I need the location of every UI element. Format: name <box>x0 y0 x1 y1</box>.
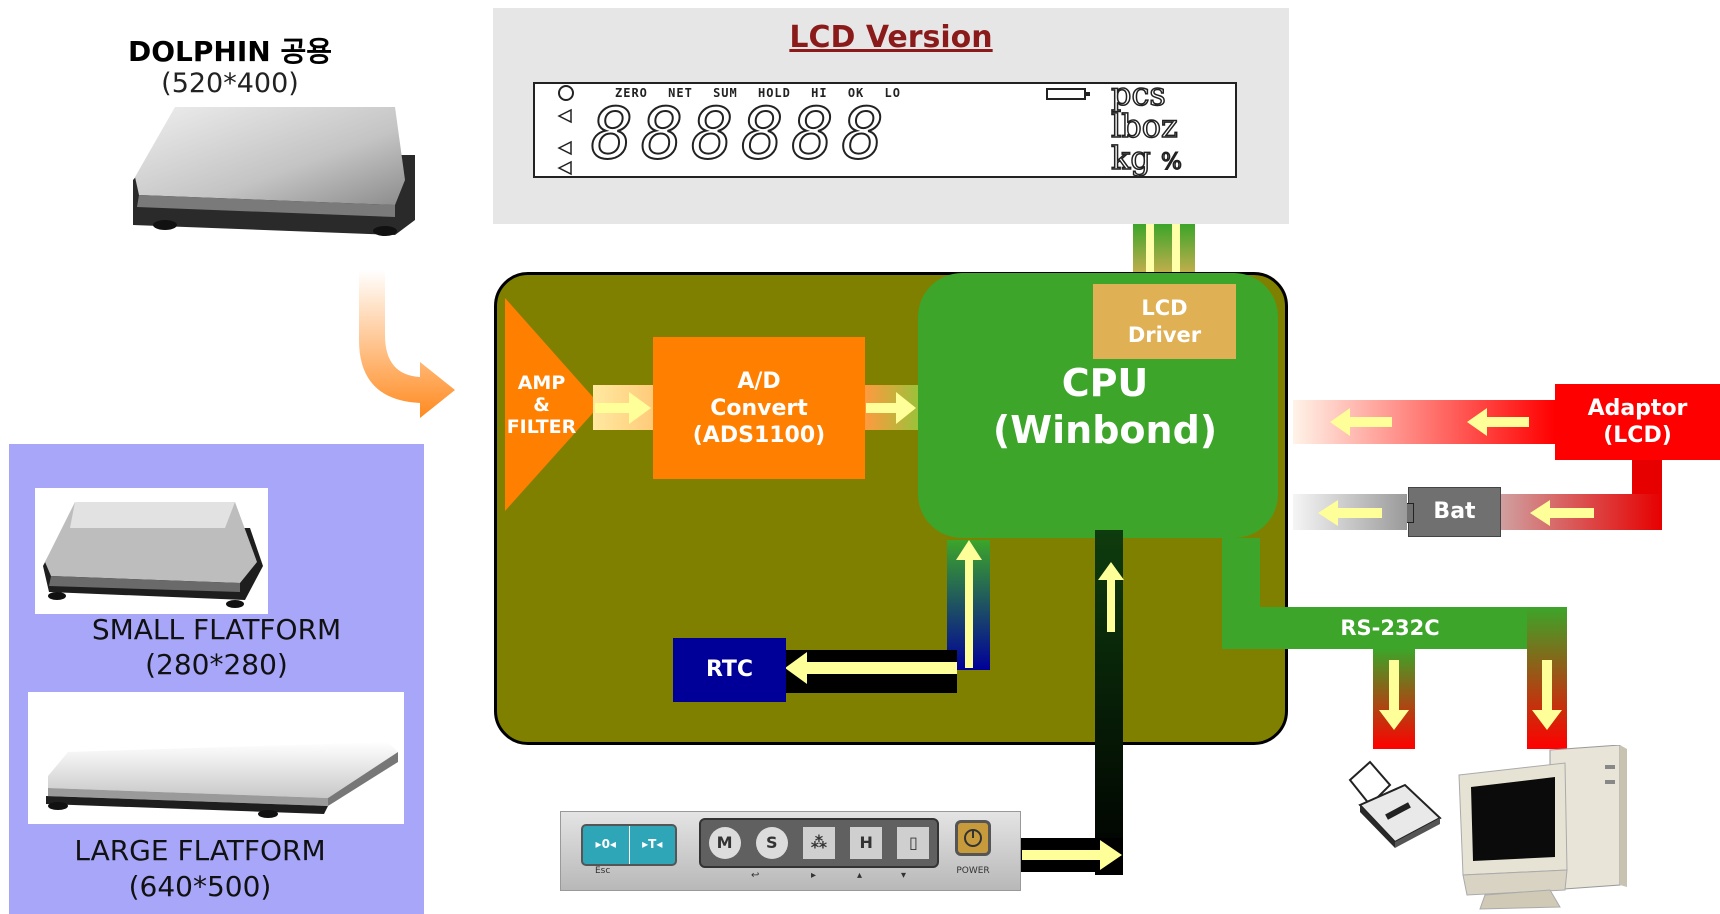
indicator-lo: LO <box>884 86 901 100</box>
amp-filter-label: AMP & FILTER <box>506 372 577 438</box>
down-arrow-icon <box>1379 660 1409 730</box>
right-arrow-icon <box>1022 840 1122 870</box>
adaptor-block: Adaptor (LCD) <box>1555 384 1720 460</box>
left-arrow-icon <box>1318 500 1382 526</box>
unit-kg: kg <box>1110 139 1151 177</box>
left-arrow-icon <box>785 652 957 684</box>
power-label: POWER <box>956 866 990 876</box>
up-sub-label: ▴ <box>857 870 863 881</box>
lcd-digit: 8 <box>640 93 692 175</box>
right-sub-label: ▸ <box>811 870 817 881</box>
up-arrow-icon <box>1098 562 1124 632</box>
lcd-connector-line <box>1172 224 1180 284</box>
zero-key[interactable]: ▸0◂ <box>583 826 630 864</box>
count-key[interactable]: ⁂ <box>802 827 835 859</box>
battery-icon <box>1045 87 1093 101</box>
printer-icon <box>1345 750 1445 850</box>
lcd-driver-block: LCD Driver <box>1093 284 1236 359</box>
lcd-title: LCD Version <box>789 20 993 55</box>
lcd-triangles-icon <box>557 106 585 176</box>
esc-label: Esc <box>595 866 611 876</box>
power-key[interactable] <box>955 820 991 856</box>
indicator-net: NET <box>668 86 693 100</box>
lcd-digit: 8 <box>590 93 642 175</box>
hold-key[interactable]: H <box>850 827 883 859</box>
product-size: (520*400) <box>161 68 299 99</box>
lcd-digit: 8 <box>690 93 742 175</box>
lcd-connector-line <box>1146 224 1154 284</box>
indicator-hi: HI <box>811 86 828 100</box>
rs232-bus <box>1222 607 1567 649</box>
lcd-digits: 888888 <box>590 93 892 175</box>
left-arrow-icon <box>1530 500 1594 526</box>
unit-percent: % <box>1160 149 1182 176</box>
small-platform-image <box>35 488 268 614</box>
adc-block: A/D Convert (ADS1100) <box>653 337 865 479</box>
large-platform-size: (640*500) <box>128 870 272 903</box>
lcd-digit: 8 <box>791 93 842 175</box>
up-arrow-icon <box>956 540 982 668</box>
computer-icon <box>1455 745 1630 910</box>
large-platform-image <box>28 692 404 824</box>
print-key[interactable]: ▯ <box>897 827 930 859</box>
sum-key[interactable]: S <box>755 827 788 859</box>
unit-lboz: lboz <box>1110 107 1178 145</box>
cpu-label: CPU (Winbond) <box>992 361 1218 452</box>
lcd-units: pcs lboz kg % <box>1110 75 1231 179</box>
stable-icon <box>557 84 574 102</box>
main-scale-image <box>115 85 415 240</box>
large-platform-label: LARGE FLATFORM <box>74 834 326 867</box>
lcd-display: ZERO NET SUM HOLD HI OK LO 888888 pcs lb… <box>533 77 1237 178</box>
right-arrow-icon <box>595 392 653 424</box>
tare-key[interactable]: ▸T◂ <box>642 837 663 851</box>
indicator-zero: ZERO <box>615 86 648 100</box>
small-platform-label: SMALL FLATFORM <box>91 613 342 646</box>
amp-filter-block <box>505 298 605 513</box>
right-arrow-icon <box>866 392 918 424</box>
lcd-digit: 8 <box>740 93 792 175</box>
down-sub-label: ▾ <box>901 870 907 881</box>
rtc-block: RTC <box>673 638 786 702</box>
indicator-hold: HOLD <box>757 86 791 100</box>
keypad-zero-tare-group: ▸0◂ ▸T◂ <box>581 824 677 866</box>
keypad: ▸0◂ ▸T◂ Esc M S ⁂ H ▯ ↩ ▸ ▴ ▾ POWER <box>560 811 1021 891</box>
product-title: DOLPHIN 공용 <box>128 35 332 68</box>
curved-arrow-icon <box>355 270 455 430</box>
lcd-digit: 8 <box>841 93 892 175</box>
small-platform-size: (280*280) <box>145 648 288 681</box>
indicator-sum: SUM <box>713 86 738 100</box>
rs232-label: RS-232C <box>1340 616 1440 640</box>
down-arrow-icon <box>1532 660 1562 730</box>
enter-sub-label: ↩ <box>751 870 760 881</box>
keypad-function-group: M S ⁂ H ▯ <box>699 818 939 868</box>
indicator-ok: OK <box>847 86 865 100</box>
memory-key[interactable]: M <box>708 827 741 859</box>
left-arrow-icon <box>1330 408 1392 436</box>
lcd-indicators: ZERO NET SUM HOLD HI OK LO <box>615 86 901 100</box>
bat-block: Bat <box>1408 487 1501 537</box>
left-arrow-icon <box>1467 408 1529 436</box>
unit-pcs: pcs <box>1110 75 1166 113</box>
